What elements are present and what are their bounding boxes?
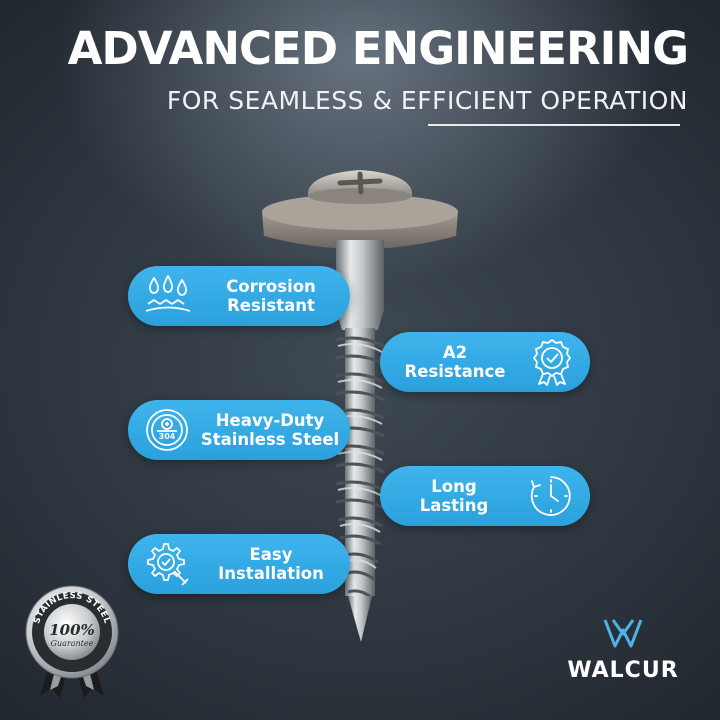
- feature-long-lasting: Long Lasting: [380, 466, 590, 526]
- feature-heavy-duty-stainless-steel: 304 Heavy-Duty Stainless Steel: [128, 400, 350, 460]
- seal-percent: 100%: [49, 621, 95, 639]
- water-drops-icon: [145, 275, 191, 312]
- feature-label: Easy Installation: [218, 545, 324, 583]
- brand-name: WALCUR: [567, 658, 679, 683]
- brand-logo: WALCUR: [548, 616, 698, 683]
- award-badge-icon: [533, 339, 571, 386]
- headline-underline: [428, 124, 680, 126]
- feature-label: Long Lasting: [419, 477, 489, 515]
- walcur-logo-icon: [603, 619, 643, 648]
- guarantee-seal: STAINLESS STEEL 100% Guarantee: [25, 585, 119, 698]
- feature-label: Heavy-Duty Stainless Steel: [200, 411, 340, 449]
- feature-corrosion-resistant: Corrosion Resistant: [128, 266, 350, 326]
- feature-label: A2 Resistance: [404, 343, 506, 381]
- svg-text:304: 304: [159, 432, 176, 441]
- feature-a2-resistance: A2 Resistance: [380, 332, 590, 392]
- clock-icon: [530, 476, 571, 516]
- feature-label: Corrosion Resistant: [226, 277, 316, 315]
- gear-wrench-icon: [147, 543, 189, 586]
- feature-easy-installation: Easy Installation: [128, 534, 350, 594]
- headline: ADVANCED ENGINEERING: [67, 22, 689, 75]
- steel-304-icon: 304: [146, 409, 188, 451]
- seal-guarantee: Guarantee: [51, 639, 94, 648]
- subheadline: FOR SEAMLESS & EFFICIENT OPERATION: [166, 86, 688, 115]
